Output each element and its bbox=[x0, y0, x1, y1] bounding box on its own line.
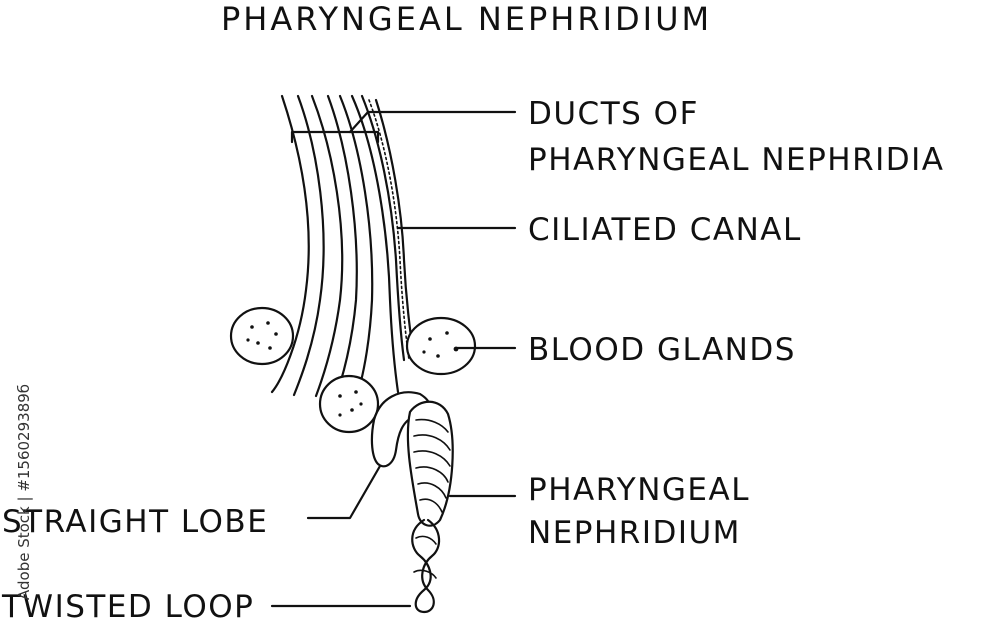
ducts-bundle bbox=[270, 94, 400, 398]
label-ciliated-canal: CILIATED CANAL bbox=[528, 212, 802, 248]
stock-watermark: Adobe Stock | #156029389б bbox=[15, 384, 33, 600]
label-twisted-loop: TWISTED LOOP bbox=[1, 589, 254, 621]
ciliated-canal bbox=[360, 94, 416, 362]
label-nephridium-line1: PHARYNGEAL bbox=[528, 472, 750, 508]
pharyngeal-nephridium-twist bbox=[406, 400, 454, 527]
twisted-loop bbox=[411, 518, 441, 614]
label-nephridium-line2: NEPHRIDIUM bbox=[528, 515, 741, 551]
leader-straight-lobe bbox=[306, 464, 382, 520]
label-ducts-line2: PHARYNGEAL NEPHRIDIA bbox=[528, 142, 945, 178]
diagram-title: PHARYNGEAL NEPHRIDIUM bbox=[221, 0, 712, 38]
blood-gland-lower bbox=[318, 374, 380, 434]
label-ducts-line1: DUCTS OF bbox=[528, 96, 699, 132]
label-straight-lobe: STRAIGHT LOBE bbox=[2, 504, 268, 540]
blood-gland-left bbox=[229, 306, 295, 366]
leader-ducts bbox=[348, 110, 517, 134]
ducts-bracket bbox=[290, 130, 380, 144]
label-blood-glands: BLOOD GLANDS bbox=[528, 332, 796, 368]
blood-gland-right bbox=[405, 316, 477, 376]
